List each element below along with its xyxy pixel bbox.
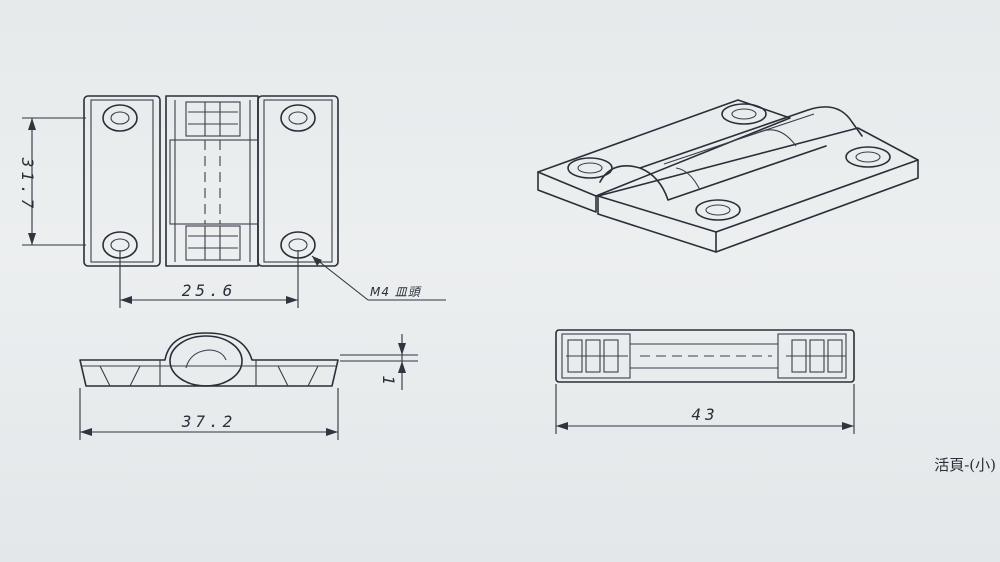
thread-callout-label: M4 皿頭 (370, 285, 422, 299)
thickness-label: 1 (379, 375, 398, 389)
side-view (79, 332, 339, 387)
mounting-hole (567, 157, 613, 179)
width-label: 37.2 (181, 412, 237, 431)
drawing-caption: 活頁-(小) (934, 456, 996, 474)
height-dimension-label: 31.7 (18, 157, 37, 213)
dimension-width: 37.2 (79, 388, 339, 440)
hole-spacing-label: 25.6 (182, 281, 237, 300)
countersunk-hole (280, 104, 316, 132)
mounting-hole (695, 199, 741, 221)
dimension-hole-spacing: 25.6 (119, 250, 299, 308)
thread-callout: M4 皿頭 (311, 255, 446, 301)
dimension-length: 43 (555, 384, 855, 434)
front-view (83, 95, 339, 267)
top-view (555, 329, 855, 383)
isometric-view (537, 99, 919, 253)
mounting-hole (845, 146, 891, 168)
dimension-height: 31.7 (18, 117, 86, 246)
dimension-thickness: 1 (340, 334, 418, 390)
countersunk-hole (102, 104, 138, 132)
mounting-hole (721, 103, 767, 125)
length-label: 43 (691, 405, 718, 424)
